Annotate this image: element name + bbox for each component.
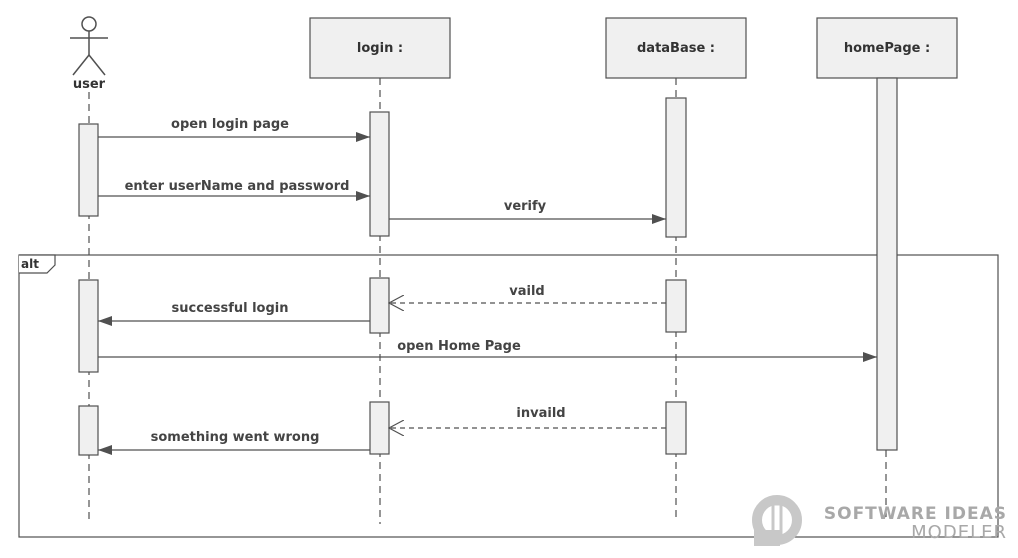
actor-label: user [73, 77, 106, 92]
message-open-login-page[interactable]: open login page [98, 117, 370, 142]
user-activation [78, 123, 99, 217]
message-something-went-wrong[interactable]: something went wrong [98, 430, 370, 455]
message-label: open login page [171, 117, 289, 132]
message-enter-credentials[interactable]: enter userName and password [98, 179, 370, 201]
user-activation [78, 405, 99, 456]
message-invaild-return[interactable]: invaild [389, 406, 666, 428]
participant-login-label: login : [357, 41, 403, 56]
user-activation [78, 279, 99, 373]
watermark-line2: MODELER [911, 522, 1007, 543]
message-label: successful login [172, 301, 289, 316]
message-successful-login[interactable]: successful login [98, 301, 370, 326]
message-label: vaild [509, 284, 544, 299]
message-label: open Home Page [397, 339, 521, 354]
participant-database-label: dataBase : [637, 41, 715, 56]
database-activation [665, 401, 687, 455]
watermark-line1: SOFTWARE IDEAS [824, 504, 1007, 524]
alt-fragment-label: alt [21, 257, 39, 271]
alt-fragment[interactable]: alt [18, 254, 999, 538]
login-activation [369, 277, 390, 334]
message-label: something went wrong [151, 430, 320, 445]
message-open-home-page[interactable]: open Home Page [98, 339, 877, 362]
message-label: invaild [516, 406, 565, 421]
participant-homepage-label: homePage : [844, 41, 930, 56]
message-label: verify [504, 199, 547, 214]
participant-homepage[interactable]: homePage : [816, 17, 958, 79]
message-vaild-return[interactable]: vaild [389, 284, 666, 303]
message-label: enter userName and password [125, 179, 350, 194]
software-ideas-logo-icon [752, 495, 802, 546]
database-activation [665, 97, 687, 238]
database-activation [665, 279, 687, 333]
participant-login[interactable]: login : [309, 17, 451, 79]
participant-database[interactable]: dataBase : [605, 17, 747, 79]
user-actor-icon[interactable] [70, 16, 108, 76]
message-verify[interactable]: verify [389, 199, 666, 224]
login-activation [369, 111, 390, 237]
login-activation [369, 401, 390, 455]
watermark: SOFTWARE IDEAS MODELER [752, 495, 1007, 546]
homepage-activation [876, 77, 898, 451]
